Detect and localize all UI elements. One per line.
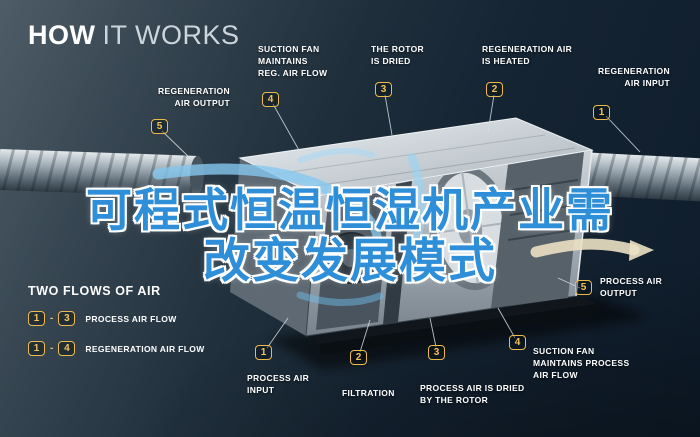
- legend-regen-to-badge: 4: [58, 341, 76, 356]
- callout-process-air-output-badge: 5: [575, 280, 592, 295]
- watermark-line-2: 改变发展模式: [203, 234, 497, 289]
- callout-rotor-dried-label: THE ROTOR IS DRIED: [371, 44, 425, 66]
- callout-regeneration-air-output-label: REGENERATION AIR OUTPUT: [157, 86, 230, 108]
- legend-regen-label: REGENERATION AIR FLOW: [85, 343, 205, 354]
- rotor: [428, 165, 512, 291]
- callout-filtration-badge: 2: [350, 350, 367, 365]
- machine-body: [230, 117, 596, 355]
- filter-panel: [383, 181, 412, 325]
- title-word-how: HOW: [28, 20, 96, 50]
- regen-inflow-stream: [152, 163, 350, 204]
- legend-process-to-badge: 3: [58, 311, 76, 326]
- leader-lines: [161, 94, 641, 353]
- callout-regeneration-air-output-badge: 5: [151, 119, 168, 134]
- legend-row-process-air-flow: 1 - 3 PROCESS AIR FLOW: [28, 311, 177, 326]
- airflow-streams: [152, 147, 654, 307]
- legend-regen-from-badge: 1: [28, 341, 45, 356]
- heater-section: [491, 152, 584, 308]
- callout-suction-fan-process-badge: 4: [509, 335, 526, 350]
- callout-regen-air-heated-label: REGENERATION AIR IS HEATED: [482, 44, 573, 66]
- callout-filtration-label: FILTRATION: [342, 388, 395, 398]
- legend-title: TWO FLOWS OF AIR: [28, 284, 161, 298]
- callout-process-air-output-label: PROCESS AIR OUTPUT: [600, 276, 663, 298]
- center-stream: [405, 153, 426, 263]
- legend-row-regeneration-air-flow: 1 - 4 REGENERATION AIR FLOW: [28, 341, 205, 356]
- callout-rotor-dried-badge: 3: [375, 82, 392, 97]
- left-duct: [0, 148, 204, 197]
- callout-regen-air-heated-badge: 2: [486, 82, 503, 97]
- legend-process-from-badge: 1: [28, 311, 45, 326]
- callout-suction-fan-reg-label: SUCTION FAN MAINTAINS REG. AIR FLOW: [258, 44, 328, 78]
- callout-process-air-input-label: PROCESS AIR INPUT: [247, 373, 310, 395]
- callout-suction-fan-process-label: SUCTION FAN MAINTAINS PROCESS AIR FLOW: [533, 346, 630, 380]
- downward-stream: [339, 193, 383, 267]
- title-word-it-works: IT WORKS: [102, 20, 240, 50]
- callout-process-air-input-badge: 1: [255, 345, 272, 360]
- process-outflow-stream: [530, 238, 640, 258]
- callout-process-air-dried-badge: 3: [428, 345, 445, 360]
- watermark-line-1: 可程式恒温恒湿机产业需: [86, 183, 614, 237]
- legend-process-label: PROCESS AIR FLOW: [85, 313, 177, 324]
- callout-regeneration-air-input-label: REGENERATION AIR INPUT: [597, 66, 670, 88]
- legend-process-separator: -: [50, 313, 54, 324]
- callout-regeneration-air-input-badge: 1: [593, 105, 610, 120]
- callout-suction-fan-reg-badge: 4: [262, 92, 279, 107]
- legend-regen-separator: -: [50, 343, 54, 354]
- callout-process-air-dried-label: PROCESS AIR IS DRIED BY THE ROTOR: [420, 383, 525, 405]
